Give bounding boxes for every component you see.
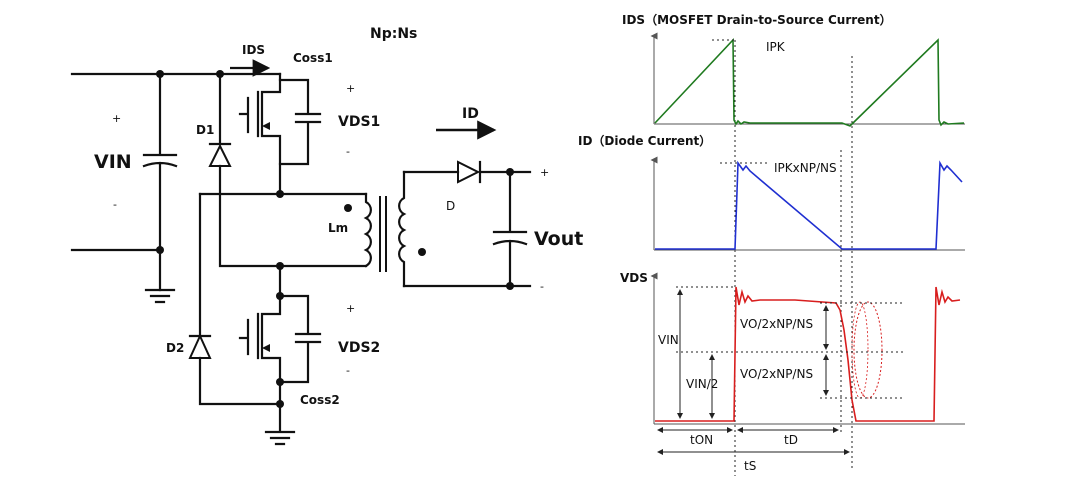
td-label: tD xyxy=(784,433,798,447)
mosfet-low-side xyxy=(238,264,282,406)
turns-ratio-label: Np:Ns xyxy=(370,26,417,42)
id-title: ID（Diode Current） xyxy=(578,133,711,148)
vds1-minus: - xyxy=(346,145,350,158)
junction-node xyxy=(276,292,284,300)
vds2-minus: - xyxy=(346,364,350,377)
ids-title: IDS（MOSFET Drain-to-Source Current） xyxy=(622,12,892,27)
id-label: ID xyxy=(462,106,479,122)
d2-label: D2 xyxy=(166,341,184,355)
ts-label: tS xyxy=(744,459,756,473)
waveform-panel: IDS（MOSFET Drain-to-Source Current） IPK … xyxy=(578,12,965,476)
step-upper-text: VO/2xNP/NS xyxy=(740,317,813,331)
vout-minus: - xyxy=(540,280,544,293)
output-capacitor xyxy=(492,170,528,288)
ids-waveform xyxy=(654,38,965,127)
coss1-capacitor xyxy=(278,78,322,166)
vin-minus: - xyxy=(113,198,117,211)
coss2-capacitor xyxy=(278,294,322,384)
coss1-label: Coss1 xyxy=(293,51,333,65)
id-peak-label: IPKxNP/NS xyxy=(774,161,837,175)
id-title-text: ID（Diode Current） xyxy=(578,133,711,148)
mosfet-high-side xyxy=(238,72,282,196)
ground-symbol xyxy=(144,288,176,304)
diode-d2 xyxy=(188,192,282,406)
transformer-primary xyxy=(363,192,372,268)
ids-label: IDS xyxy=(242,43,265,57)
ground-symbol xyxy=(264,402,296,446)
vds1-label: VDS1 xyxy=(338,114,380,130)
vds-waveform xyxy=(655,286,961,422)
vout-label: Vout xyxy=(534,228,583,250)
output-diode-label: D xyxy=(446,199,455,213)
id-waveform xyxy=(655,160,963,250)
output-diode xyxy=(402,160,532,184)
transformer-secondary xyxy=(398,170,407,288)
vds1-plus: + xyxy=(346,82,355,95)
vds2-label: VDS2 xyxy=(338,340,380,356)
ipk-label: IPK xyxy=(766,40,786,54)
ton-label: tON xyxy=(690,433,713,447)
input-capacitor xyxy=(142,72,178,292)
d1-label: D1 xyxy=(196,123,214,137)
polarity-dot-secondary xyxy=(418,248,426,256)
polarity-dot-primary xyxy=(344,204,352,212)
vds-title: VDS xyxy=(620,271,648,285)
circuit-schematic: Np:Ns + - VIN IDS Coss1 + xyxy=(70,26,583,446)
ringing-envelope xyxy=(853,301,883,399)
lm-label: Lm xyxy=(328,221,348,235)
diode-d1 xyxy=(208,72,282,268)
step-lower-text: VO/2xNP/NS xyxy=(740,367,813,381)
transformer-core xyxy=(379,196,387,272)
vout-plus: + xyxy=(540,166,549,179)
ids-title-text: IDS（MOSFET Drain-to-Source Current） xyxy=(622,12,892,27)
coss2-label: Coss2 xyxy=(300,393,340,407)
vin-text: VIN xyxy=(658,333,679,347)
vin-plus: + xyxy=(112,112,121,125)
vds2-plus: + xyxy=(346,302,355,315)
vin-half-text: VIN/2 xyxy=(686,377,718,391)
vin-label: VIN xyxy=(94,151,132,173)
junction-node xyxy=(276,378,284,386)
